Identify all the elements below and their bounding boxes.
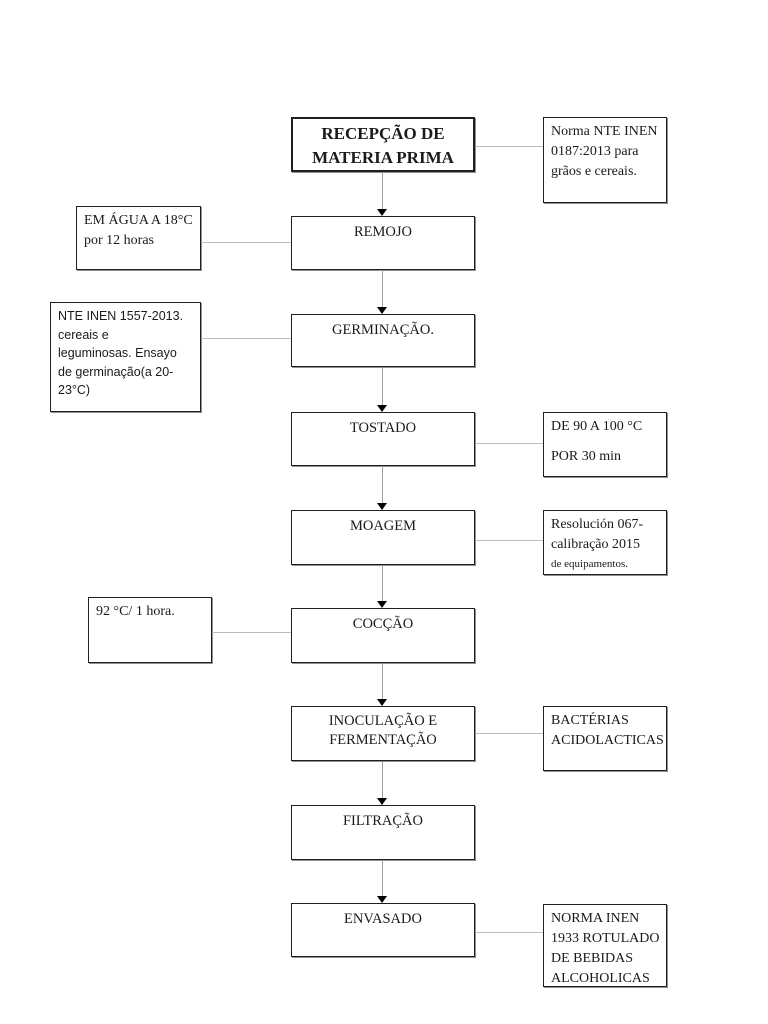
note-line: BACTÉRIAS xyxy=(551,713,629,728)
note-line: DE BEBIDAS xyxy=(551,951,634,966)
flow-node-tostado: TOSTADO xyxy=(291,412,475,466)
note-agua-18c: EM ÁGUA A 18°C por 12 horas xyxy=(76,206,201,270)
note-line: NTE INEN 1557-2013. xyxy=(58,309,184,323)
note-line: 23°C) xyxy=(58,383,91,397)
flow-node-label: INOCULAÇÃO E xyxy=(328,713,438,729)
connector-remojo-germinacao xyxy=(382,270,383,307)
flow-node-inoculacao-fermentacao: INOCULAÇÃO E FERMENTAÇÃO xyxy=(291,706,475,761)
connector-92c-coccao xyxy=(212,632,291,633)
note-line: EM ÁGUA A 18°C xyxy=(84,213,193,228)
arrow-down-icon xyxy=(377,601,387,608)
arrow-down-icon xyxy=(377,699,387,706)
connector-moagem-coccao xyxy=(382,565,383,601)
note-line: 0187:2013 para xyxy=(551,144,639,159)
note-line: leguminosas. Ensayo xyxy=(58,346,177,360)
flow-node-label: GERMINAÇÃO. xyxy=(332,322,434,338)
note-line: 92 °C/ 1 hora. xyxy=(96,604,175,619)
connector-recepcao-norma0187 xyxy=(475,146,543,147)
note-line: ALCOHOLICAS xyxy=(551,971,650,986)
flow-node-label: FERMENTAÇÃO xyxy=(329,732,437,748)
note-line: de germinação(a 20- xyxy=(58,364,174,379)
note-bacterias-acidolacticas: BACTÉRIAS ACIDOLACTICAS xyxy=(543,706,667,771)
note-line: DE 90 A 100 °C xyxy=(551,419,643,434)
flow-node-label: REMOJO xyxy=(353,224,412,240)
note-line: Norma NTE INEN xyxy=(551,124,658,139)
note-line: ACIDOLACTICAS xyxy=(551,733,664,748)
connector-nte1557-germinacao xyxy=(201,338,291,339)
arrow-down-icon xyxy=(377,405,387,412)
note-line: 1933 ROTULADO xyxy=(551,931,660,946)
note-line: cereais e xyxy=(58,327,109,342)
note-line: Resolución 067- xyxy=(551,517,644,532)
connector-tostado-moagem xyxy=(382,466,383,503)
flow-node-recepcao: RECEPÇÃO DE MATERIA PRIMA xyxy=(291,117,475,172)
flow-node-label: FILTRAÇÃO xyxy=(342,813,424,829)
arrow-down-icon xyxy=(377,798,387,805)
note-line: POR 30 min xyxy=(551,449,622,464)
connector-germinacao-tostado xyxy=(382,367,383,405)
note-line: de equipamentos. xyxy=(551,558,628,570)
arrow-down-icon xyxy=(377,896,387,903)
note-nte-inen-1557: NTE INEN 1557-2013. cereais e leguminosa… xyxy=(50,302,201,412)
connector-inoculacao-filtracao xyxy=(382,761,383,798)
flow-node-label: ENVASADO xyxy=(344,911,422,927)
flow-node-label: COCÇÃO xyxy=(352,616,414,632)
note-norma-inen-1933: NORMA INEN 1933 ROTULADO DE BEBIDAS ALCO… xyxy=(543,904,667,987)
flow-node-moagem: MOAGEM xyxy=(291,510,475,565)
flow-node-remojo: REMOJO xyxy=(291,216,475,270)
note-norma-nte-inen-0187: Norma NTE INEN 0187:2013 para grãos e ce… xyxy=(543,117,667,203)
flow-node-coccao: COCÇÃO xyxy=(291,608,475,663)
note-line: grãos e cereais. xyxy=(551,164,637,179)
flow-node-label: MOAGEM xyxy=(349,518,417,534)
connector-recepcao-remojo xyxy=(382,172,383,209)
arrow-down-icon xyxy=(377,503,387,510)
arrow-down-icon xyxy=(377,209,387,216)
flow-node-envasado: ENVASADO xyxy=(291,903,475,957)
connector-tostado-de90 xyxy=(475,443,543,444)
connector-coccao-inoculacao xyxy=(382,663,383,699)
connector-agua-remojo xyxy=(201,242,291,243)
connector-inoculacao-bacterias xyxy=(475,733,543,734)
flow-node-germinacao: GERMINAÇÃO. xyxy=(291,314,475,367)
connector-filtracao-envasado xyxy=(382,860,383,896)
connector-moagem-resolucion xyxy=(475,540,543,541)
note-line: NORMA INEN xyxy=(551,911,640,926)
flow-node-label: RECEPÇÃO DE xyxy=(321,124,445,143)
note-line: por 12 horas xyxy=(84,233,154,248)
note-92c-1hora: 92 °C/ 1 hora. xyxy=(88,597,212,663)
flow-node-filtracao: FILTRAÇÃO xyxy=(291,805,475,860)
connector-envasado-norma1933 xyxy=(475,932,543,933)
note-de-90-a-100: DE 90 A 100 °C POR 30 min xyxy=(543,412,667,477)
flow-node-label: TOSTADO xyxy=(349,420,417,436)
note-resolucion-067: Resolución 067- calibração 2015 de equip… xyxy=(543,510,667,575)
flow-node-label: MATERIA PRIMA xyxy=(312,148,454,167)
note-line: calibração 2015 xyxy=(551,537,641,552)
arrow-down-icon xyxy=(377,307,387,314)
